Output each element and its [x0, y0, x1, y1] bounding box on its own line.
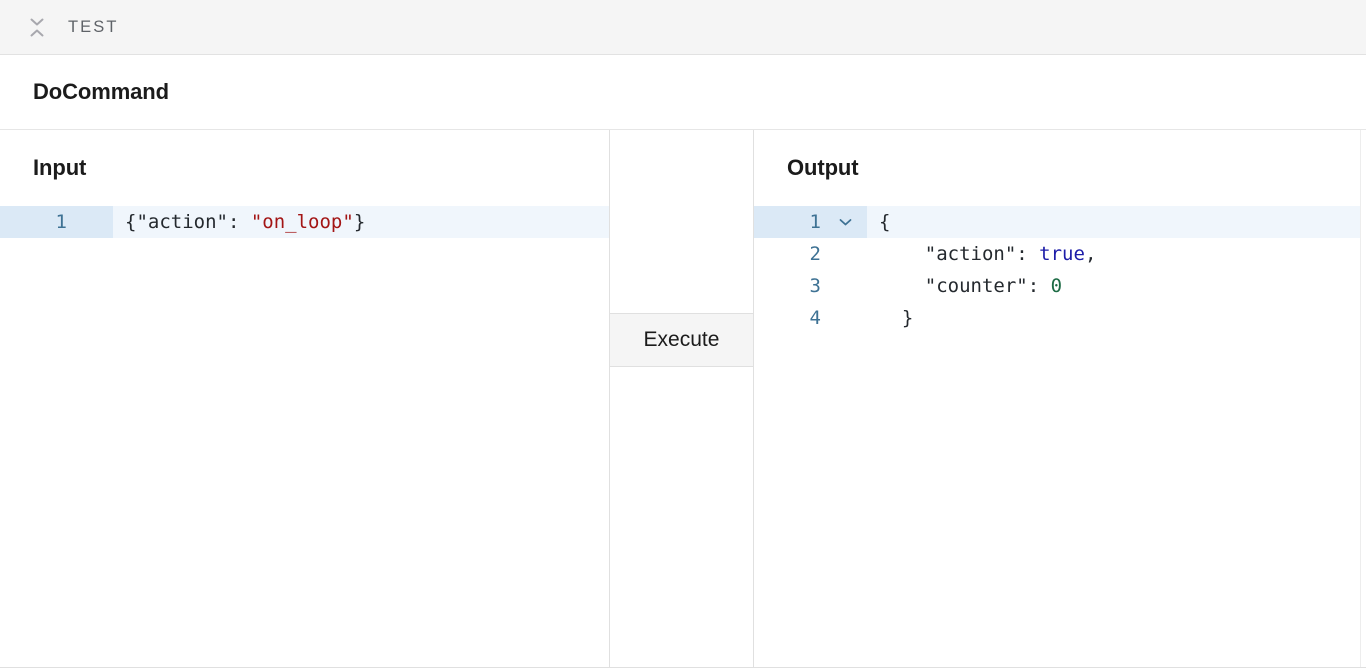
token-punct: {: [125, 206, 136, 238]
execute-button[interactable]: Execute: [610, 313, 753, 367]
code-line[interactable]: 4 }: [754, 302, 1366, 334]
execute-button-wrap: Execute: [610, 130, 753, 367]
code-content: {"action": "on_loop"}: [113, 206, 609, 238]
code-content: "action": true,: [867, 238, 1366, 270]
line-number: 4: [754, 302, 867, 334]
line-number: 3: [754, 270, 867, 302]
input-pane: Input 1{"action": "on_loop"}: [0, 130, 609, 667]
token-punct: }: [879, 302, 913, 334]
token-key: "action": [136, 206, 228, 238]
code-content: "counter": 0: [867, 270, 1366, 302]
line-number: 1: [754, 206, 867, 238]
test-bar: TEST: [0, 0, 1366, 55]
token-key: "action": [925, 238, 1017, 270]
code-line[interactable]: 1{: [754, 206, 1366, 238]
page-title: DoCommand: [33, 79, 169, 105]
token-bool: true: [1039, 238, 1085, 270]
panes-container: Input 1{"action": "on_loop"} Execute Out…: [0, 130, 1366, 668]
input-heading: Input: [0, 130, 609, 206]
line-number: 1: [0, 206, 113, 238]
test-label: TEST: [68, 18, 119, 37]
chevron-down-icon[interactable]: [837, 206, 853, 238]
code-line[interactable]: 2 "action": true,: [754, 238, 1366, 270]
token-punct: :: [1028, 270, 1051, 302]
code-line[interactable]: 3 "counter": 0: [754, 270, 1366, 302]
code-line[interactable]: 1{"action": "on_loop"}: [0, 206, 609, 238]
execute-pane: Execute: [609, 130, 754, 667]
command-title-bar: DoCommand: [0, 55, 1366, 130]
input-editor[interactable]: 1{"action": "on_loop"}: [0, 206, 609, 667]
token-punct: [879, 270, 925, 302]
output-pane: Output 1{2 "action": true,3 "counter": 0…: [754, 130, 1366, 667]
token-punct: :: [1016, 238, 1039, 270]
output-editor[interactable]: 1{2 "action": true,3 "counter": 04 }: [754, 206, 1366, 667]
token-punct: }: [354, 206, 365, 238]
collapse-icon[interactable]: [28, 16, 46, 38]
token-punct: :: [228, 206, 251, 238]
line-number: 2: [754, 238, 867, 270]
code-content: {: [867, 206, 1366, 238]
token-punct: [879, 238, 925, 270]
token-string: "on_loop": [251, 206, 354, 238]
token-punct: ,: [1085, 238, 1096, 270]
token-number: 0: [1051, 270, 1062, 302]
output-heading: Output: [754, 130, 1366, 206]
token-key: "counter": [925, 270, 1028, 302]
code-content: }: [867, 302, 1366, 334]
token-punct: {: [879, 206, 890, 238]
